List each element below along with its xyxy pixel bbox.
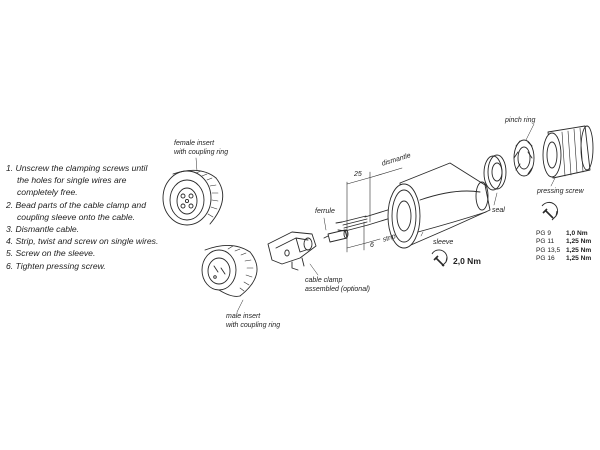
step-line: 3. Dismantle cable.: [6, 224, 80, 235]
dimension-lines: [346, 167, 403, 253]
seal-label: seal: [492, 207, 505, 214]
pressing-screw-part: [542, 125, 594, 179]
pressing-screw-label: pressing screw: [537, 188, 584, 195]
step-line: 4. Strip, twist and screw on single wire…: [6, 236, 159, 247]
cable-clamp-part: [267, 231, 317, 271]
pinch-ring-label: pinch ring: [505, 117, 536, 124]
male-insert-label: male insert with coupling ring: [226, 313, 281, 329]
male-insert-part: [201, 245, 258, 297]
leader-lines: [195, 123, 556, 313]
instruction-list: 1. Unscrew the clamping screws until the…: [6, 162, 176, 272]
wrench-rotate-icon: [431, 249, 448, 267]
strip-dimension: 6: [370, 242, 374, 249]
female-insert-part: [162, 169, 224, 226]
sleeve-part: [387, 162, 491, 249]
torque-value: 1,0 Nm: [566, 230, 588, 237]
step-line: 5. Screw on the sleeve.: [6, 248, 96, 259]
seal-part: [483, 154, 507, 191]
pg-size: PG 11: [536, 238, 555, 246]
step-line: the holes for single wires are: [17, 175, 127, 186]
step-line: 2. Bead parts of the cable clamp and: [6, 199, 146, 210]
pg-size: PG 16: [536, 255, 555, 263]
dismantle-dimension: 25: [354, 171, 362, 178]
step-line: 6. Tighten pressing screw.: [6, 260, 106, 271]
wrench-rotate-icon: [541, 201, 559, 221]
step-line: coupling sleeve onto the cable.: [17, 211, 136, 222]
table-row: PG 16 1,25 Nm: [536, 255, 591, 263]
table-row: PG 9 1,0 Nm: [536, 230, 591, 238]
ferrule-label: ferrule: [315, 208, 335, 215]
table-row: PG 11 1,25 Nm: [536, 238, 591, 246]
pinch-ring-part: [513, 139, 535, 177]
step-line: 1. Unscrew the clamping screws until: [6, 163, 148, 173]
torque-value: 1,25 Nm: [566, 238, 592, 246]
pg-size: PG 9: [536, 230, 552, 237]
female-insert-label: female insert with coupling ring: [174, 140, 229, 156]
sleeve-label: sleeve: [433, 239, 454, 246]
pg-size: PG 13,5: [536, 246, 561, 254]
torque-value: 1,25 Nm: [566, 255, 592, 263]
pressing-screw-torque-table: PG 9 1,0 Nm PG 11 1,25 Nm PG 13,5 1,25 N…: [536, 230, 591, 264]
sleeve-torque: 2,0 Nm: [453, 256, 481, 266]
cable-clamp-label: cable clamp assembled (optional): [305, 277, 370, 293]
torque-value: 1,25 Nm: [566, 246, 592, 254]
ferrule-part: [323, 229, 349, 243]
table-row: PG 13,5 1,25 Nm: [536, 247, 591, 255]
step-line: completely free.: [17, 187, 78, 198]
